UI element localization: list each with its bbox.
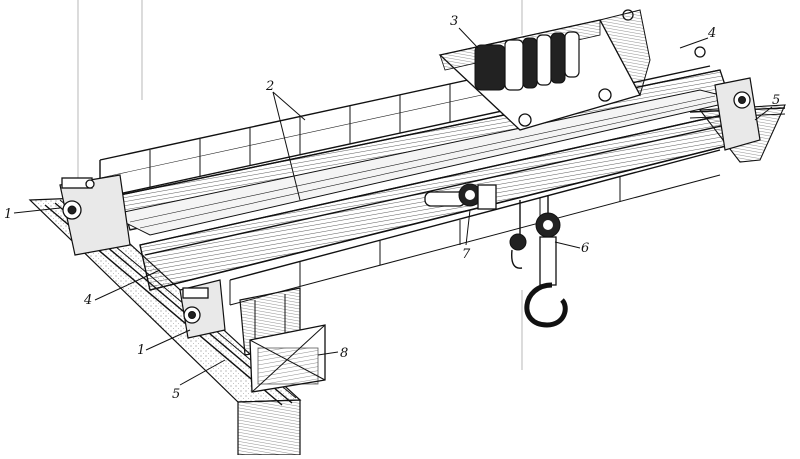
label-5b: 5: [172, 387, 180, 402]
label-8: 8: [340, 346, 348, 361]
label-3: 3: [450, 14, 458, 29]
label-2: 2: [265, 79, 274, 94]
label-5a: 5: [772, 93, 780, 108]
leader-lines: [13, 27, 773, 386]
label-4a: 4: [707, 26, 716, 41]
trolley: [438, 9, 651, 131]
left-end-carriage: [59, 174, 131, 256]
label-1b: 1: [137, 343, 145, 358]
label-4b: 4: [83, 293, 92, 308]
part-labels: 1 1 2 3 4 4 5 5 6 7 8: [4, 14, 780, 402]
label-6: 6: [581, 241, 589, 256]
guide-lines: [77, 0, 523, 370]
hook-block: [509, 195, 568, 328]
label-1a: 1: [4, 207, 12, 222]
bridge-drive: [424, 183, 497, 210]
operator-cab: [249, 324, 326, 393]
right-end-carriage: [622, 9, 761, 151]
front-left-truck: [179, 279, 226, 339]
label-7: 7: [462, 247, 471, 262]
